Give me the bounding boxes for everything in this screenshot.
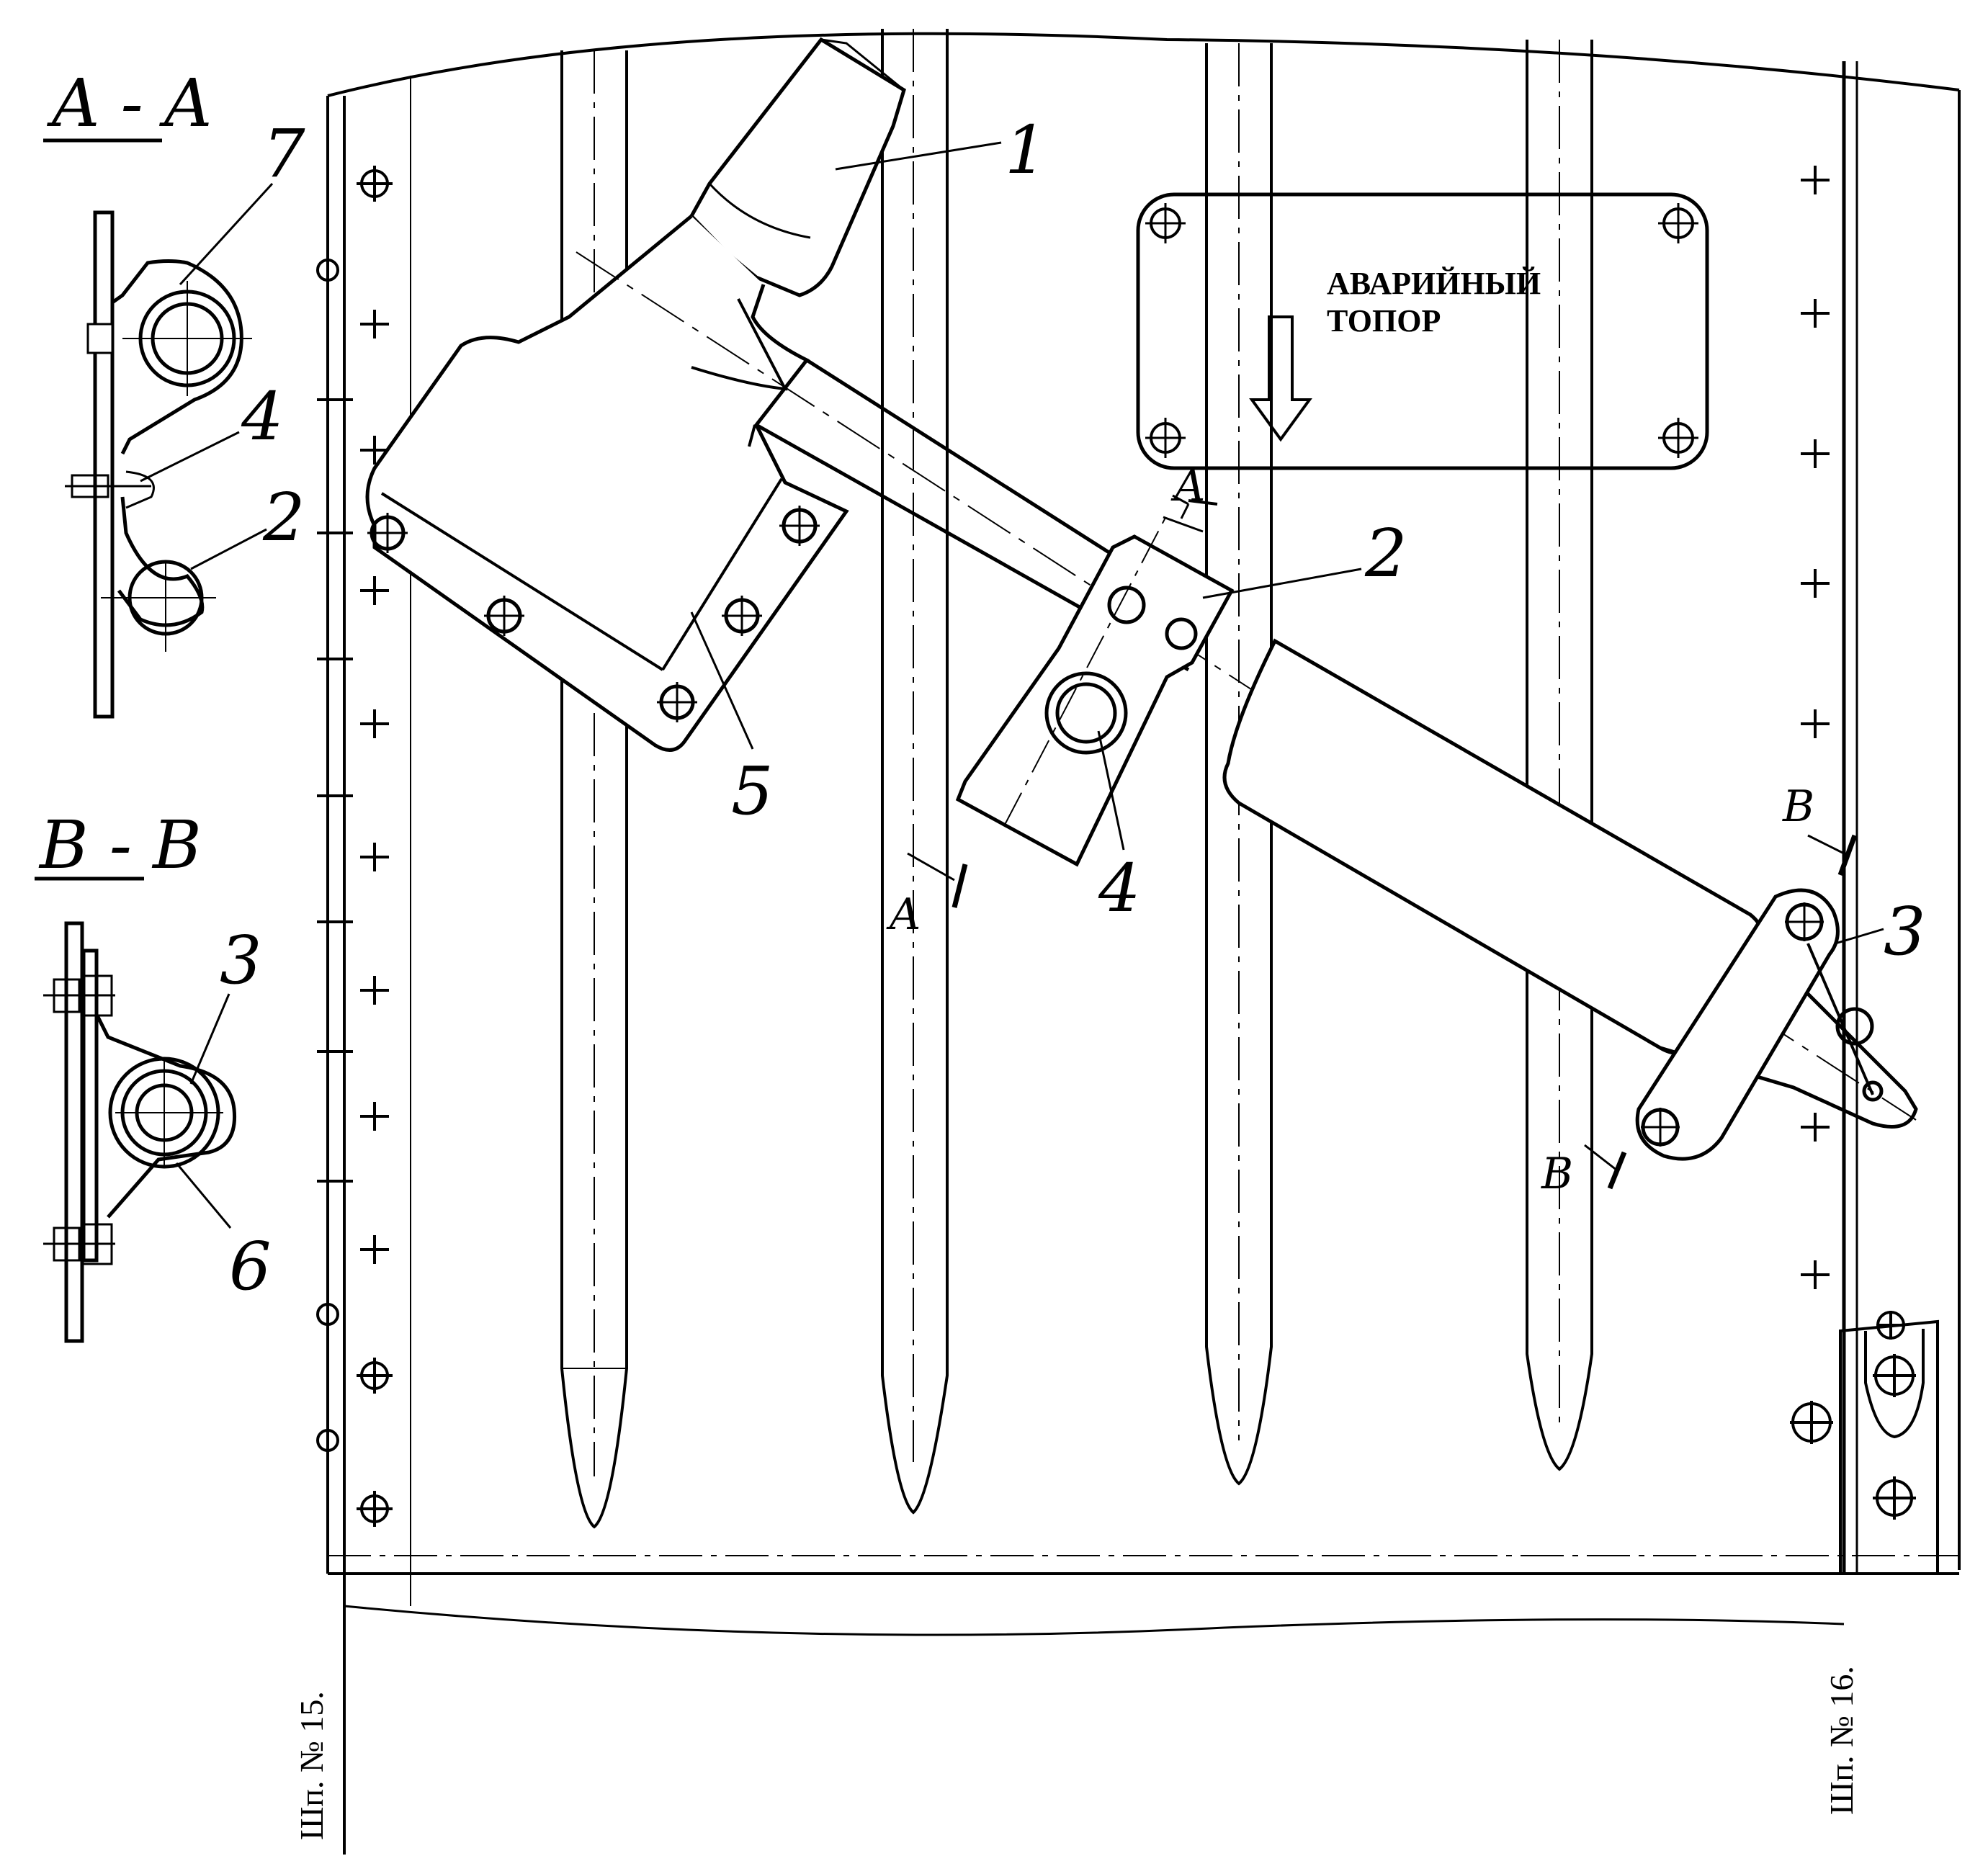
bottom-bracket (1839, 1311, 1939, 1575)
callout-2-main: 2 (1364, 515, 1407, 592)
frame-15-label: Шп. № 15. (293, 1691, 330, 1840)
sign-plate: АВАРИЙНЫЙ ТОПОР (1136, 192, 1709, 470)
handle-clamp (955, 514, 1235, 867)
section-mark-a-bottom: A (886, 889, 921, 940)
callout-7-aa: 7 (263, 115, 305, 192)
callout-3-main: 3 (1884, 893, 1926, 970)
left-rivets (316, 166, 393, 1527)
callout-1: 1 (1005, 112, 1047, 189)
leader-lines (140, 141, 1884, 1229)
section-b-b (35, 876, 237, 1343)
right-crosses (1790, 166, 1833, 1444)
section-cuts (907, 494, 1858, 1190)
callout-4-main: 4 (1098, 850, 1141, 927)
sign-line-2: ТОПОР (1327, 303, 1441, 338)
sign-line-1: АВАРИЙНЫЙ (1327, 266, 1541, 301)
section-mark-b-top: B (1782, 781, 1814, 832)
callout-2-aa: 2 (262, 479, 305, 556)
section-mark-b-bottom: B (1541, 1149, 1573, 1199)
section-a-a-title: A - A (46, 65, 212, 142)
section-a-a (43, 138, 252, 719)
callout-6-bb: 6 (229, 1228, 272, 1305)
callout-4-aa: 4 (241, 378, 284, 455)
wall-panel (326, 32, 1961, 1855)
callout-3-bb: 3 (220, 922, 262, 999)
section-mark-a-top: A (1170, 461, 1205, 511)
section-b-b-title: B - B (38, 807, 202, 884)
frame-16-label: Шп. № 16. (1823, 1666, 1860, 1815)
handle-holder (1635, 888, 1884, 1161)
ribs (560, 29, 1593, 1529)
down-arrow-icon (1249, 315, 1312, 442)
callout-5: 5 (731, 753, 774, 830)
